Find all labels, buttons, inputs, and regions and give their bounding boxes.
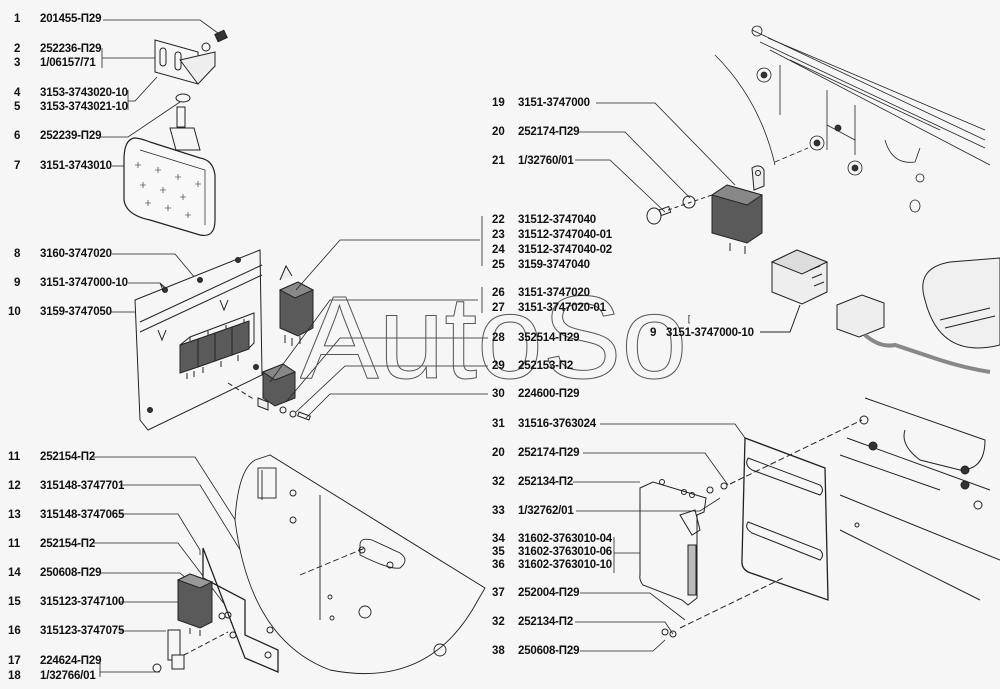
- relay-small: [257, 363, 297, 411]
- leader-lines-ecu: [573, 423, 746, 652]
- bracket: [154, 39, 216, 85]
- washer: [175, 93, 191, 103]
- relay-19: [710, 165, 765, 254]
- relay-19-fasteners: [646, 194, 713, 225]
- nut: [218, 612, 226, 620]
- body-panel: [234, 454, 486, 674]
- relay-block: [179, 312, 255, 379]
- bolt: [201, 29, 228, 52]
- ecu-assembly: [639, 397, 1000, 638]
- leader-lines-relays: [269, 216, 488, 419]
- relay-15: [176, 573, 214, 636]
- leader-lines-relay-19: [575, 102, 736, 213]
- watermark-text: AutoSoft: [300, 280, 690, 390]
- bracket-16: [152, 629, 229, 673]
- relay-connector: [760, 249, 1000, 374]
- fog-lamp: [123, 106, 216, 237]
- fasteners: [227, 382, 311, 421]
- chassis-top-right: [714, 25, 991, 213]
- watermark: AutoSoft: [300, 280, 690, 390]
